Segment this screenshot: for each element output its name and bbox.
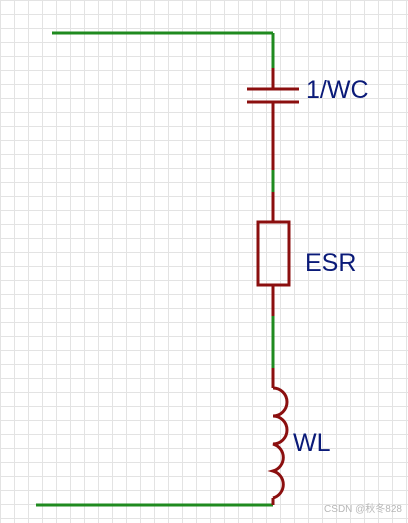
- capacitor-symbol: [247, 68, 299, 170]
- watermark: CSDN @秋冬828: [324, 504, 402, 515]
- resistor-label: ESR: [305, 249, 356, 277]
- inductor-label: WL: [293, 429, 331, 457]
- resistor-symbol: [256, 192, 291, 316]
- inductor-symbol: [267, 368, 289, 505]
- capacitor-label: 1/WC: [306, 76, 369, 104]
